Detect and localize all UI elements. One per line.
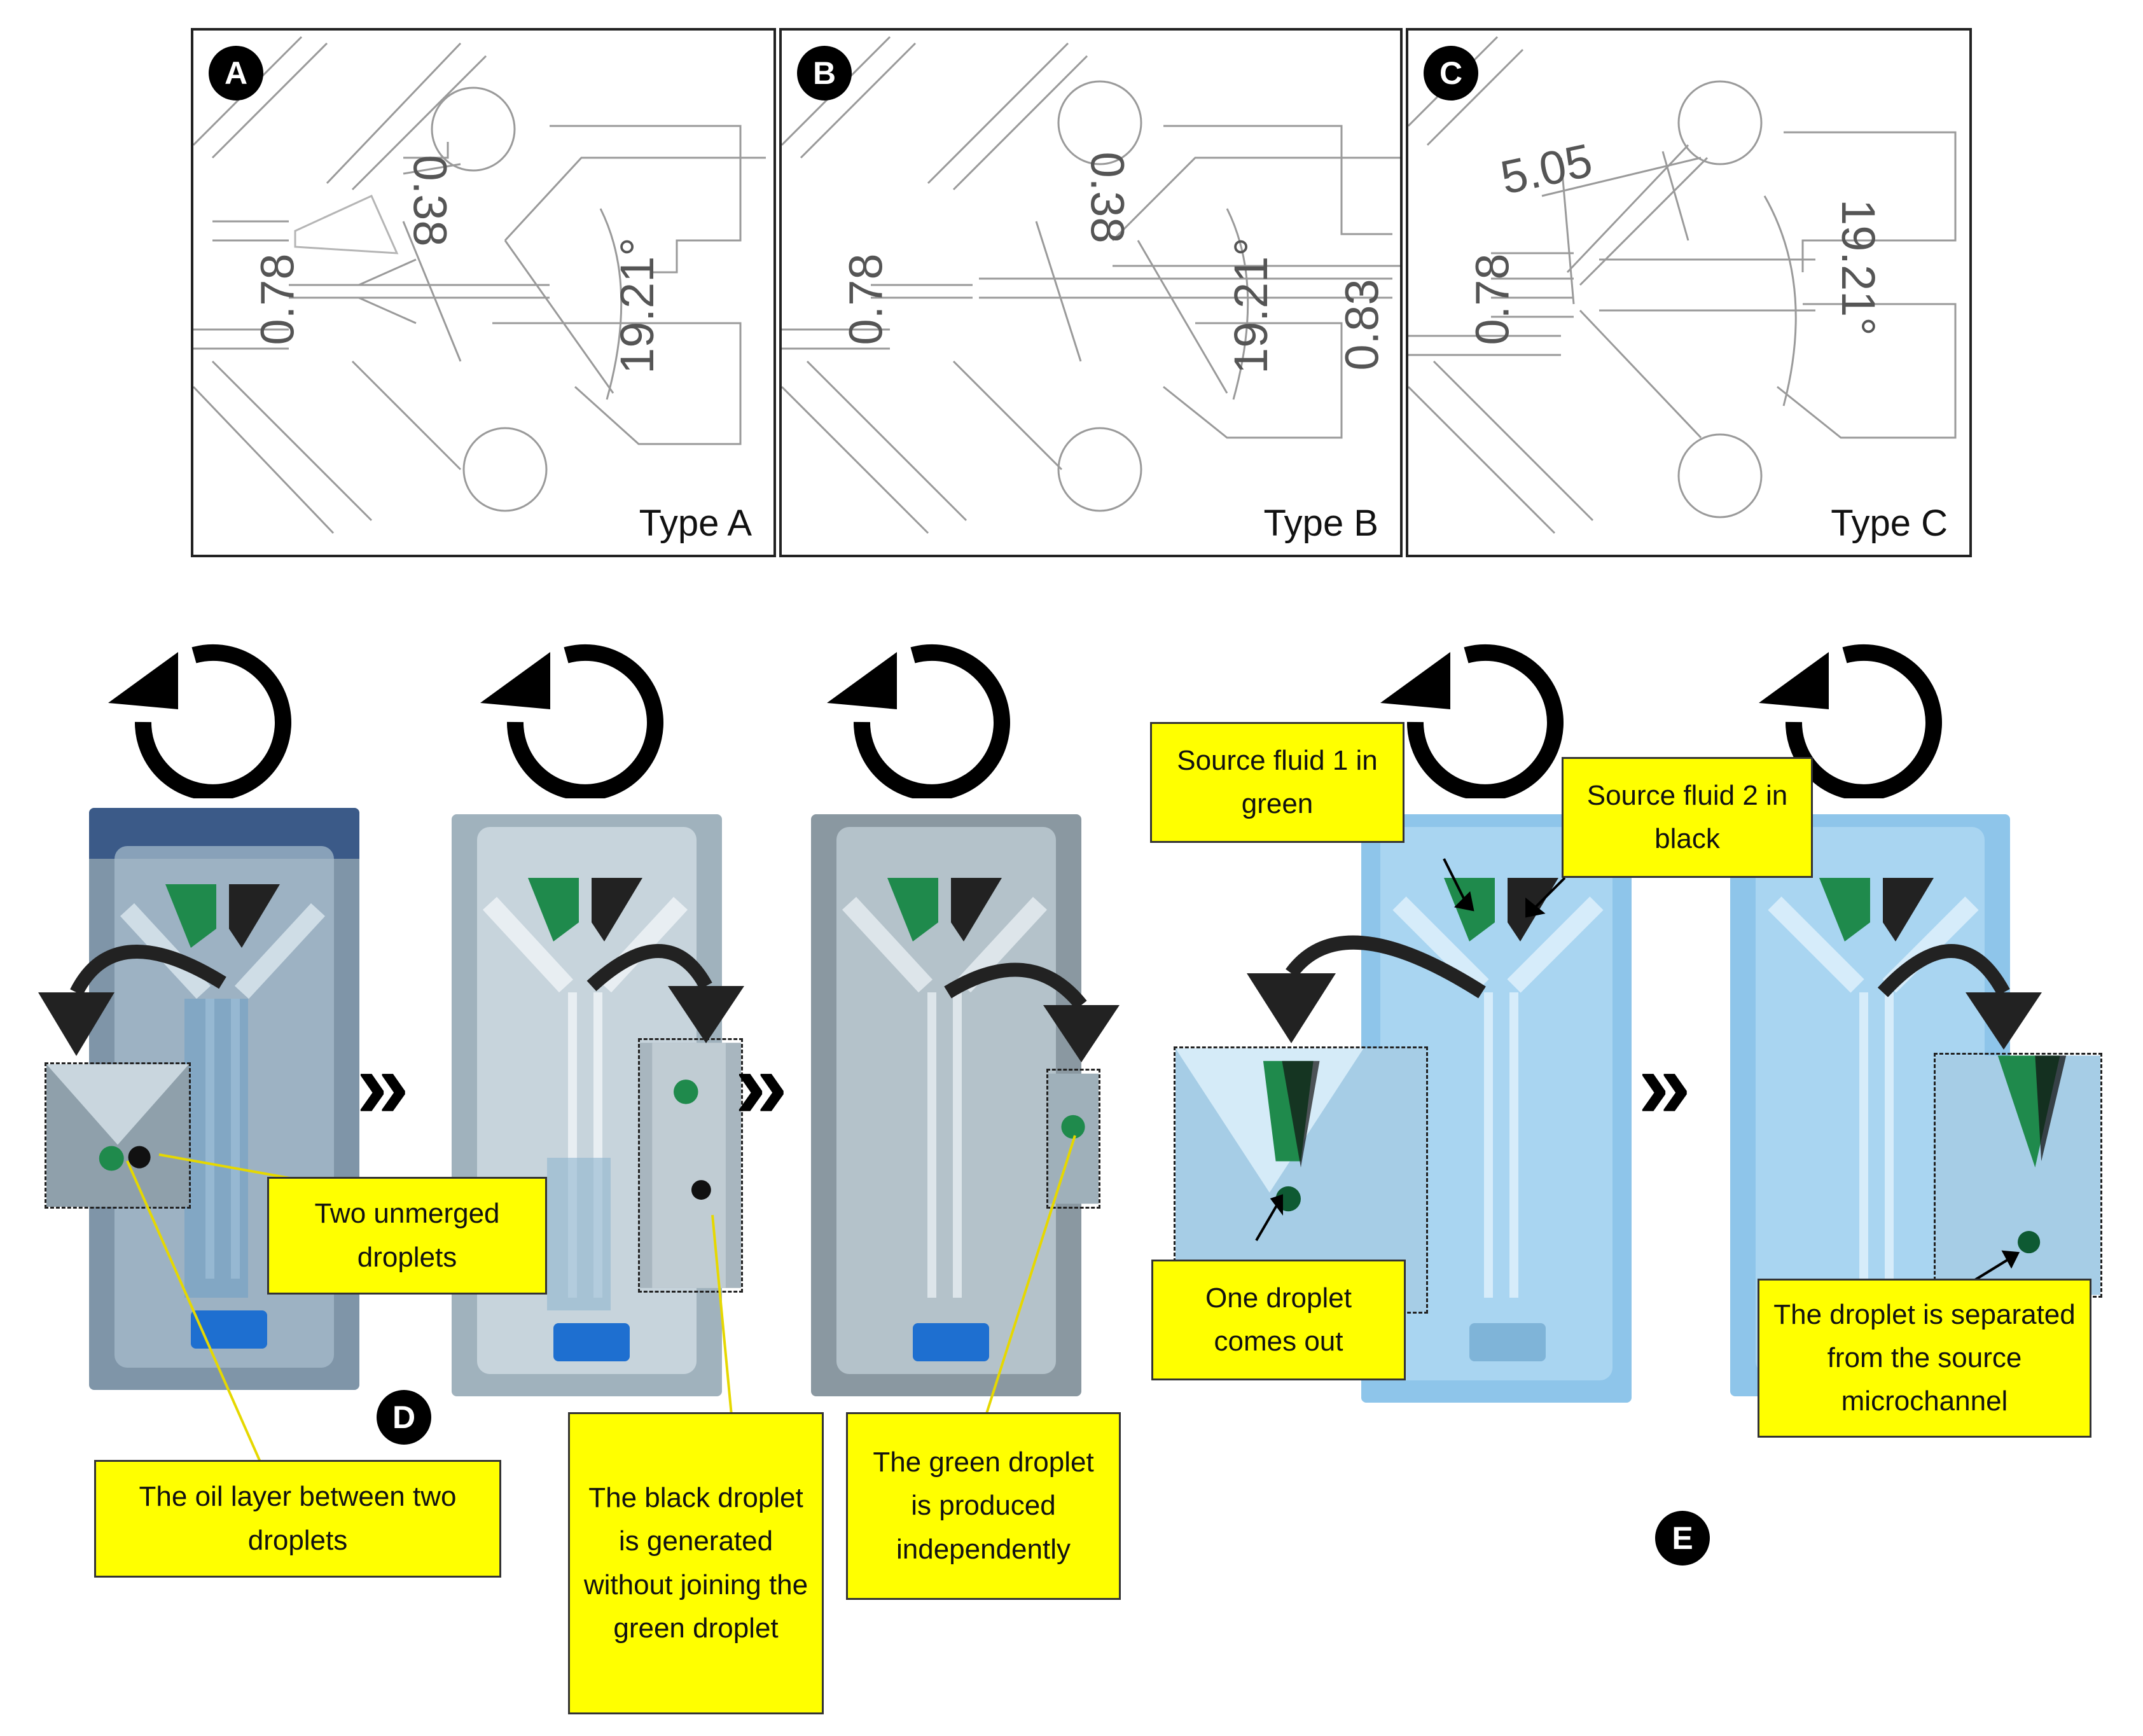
rotate-counterclockwise-icon bbox=[480, 644, 663, 798]
inset-zoom-d1 bbox=[45, 1062, 191, 1209]
callout-droplet-separated: The droplet is separated from the source… bbox=[1758, 1279, 2091, 1438]
dimension-label: 0.83 bbox=[1335, 279, 1389, 371]
section-badge-e: E bbox=[1655, 1511, 1710, 1566]
rotate-counterclockwise-icon bbox=[1380, 644, 1564, 798]
callout-source-fluid-1: Source fluid 1 in green bbox=[1150, 722, 1404, 843]
inset-zoom-e2 bbox=[1934, 1053, 2102, 1298]
callout-two-unmerged-droplets: Two unmerged droplets bbox=[267, 1177, 547, 1295]
double-chevron-right-icon: » bbox=[1638, 1031, 1691, 1138]
dimension-label: 19.21° bbox=[1831, 199, 1885, 336]
dimension-label: 0.78 bbox=[1466, 253, 1519, 345]
design-panel-type-b: B 0.78 0.38 19.21° 0.83 Type B bbox=[779, 28, 1403, 557]
dimension-label: 0.38 bbox=[403, 155, 457, 247]
dimension-label: 19.21° bbox=[610, 237, 663, 374]
callout-green-droplet: The green droplet is produced independen… bbox=[846, 1412, 1121, 1600]
dimension-label: 0.78 bbox=[839, 253, 892, 345]
callout-oil-layer: The oil layer between two droplets bbox=[94, 1460, 501, 1578]
design-type-label: Type B bbox=[1263, 503, 1378, 544]
callout-one-droplet: One droplet comes out bbox=[1151, 1260, 1406, 1380]
double-chevron-right-icon: » bbox=[735, 1031, 788, 1138]
panel-badge: A bbox=[209, 46, 263, 101]
design-panel-type-a: A 0.78 0.38 19.21° Type A bbox=[191, 28, 776, 557]
callout-source-fluid-2: Source fluid 2 in black bbox=[1562, 757, 1813, 878]
channel-drawing-c bbox=[1408, 36, 1957, 534]
rotate-counterclockwise-icon bbox=[1759, 644, 1942, 798]
channel-drawing-b bbox=[782, 36, 1400, 534]
callout-black-droplet: The black droplet is generated without j… bbox=[568, 1412, 824, 1714]
double-chevron-right-icon: » bbox=[356, 1031, 410, 1138]
design-type-label: Type C bbox=[1831, 503, 1948, 544]
panel-badge: C bbox=[1424, 46, 1478, 101]
section-badge-d: D bbox=[377, 1390, 431, 1445]
inset-zoom-d3 bbox=[1046, 1069, 1100, 1209]
dimension-label: 0.78 bbox=[251, 253, 304, 345]
design-type-label: Type A bbox=[639, 503, 752, 544]
dimension-label: 0.38 bbox=[1081, 151, 1134, 244]
inset-zoom-d2 bbox=[638, 1038, 743, 1293]
chip-photo-d3 bbox=[811, 814, 1081, 1396]
channel-drawing-a bbox=[193, 36, 766, 534]
rotate-counterclockwise-icon bbox=[108, 644, 291, 798]
rotate-counterclockwise-icon bbox=[827, 644, 1010, 798]
dimension-label: 19.21° bbox=[1224, 237, 1277, 374]
design-panel-type-c: C 0.78 5.05 19.21° Type C bbox=[1406, 28, 1972, 557]
panel-badge: B bbox=[797, 46, 852, 101]
